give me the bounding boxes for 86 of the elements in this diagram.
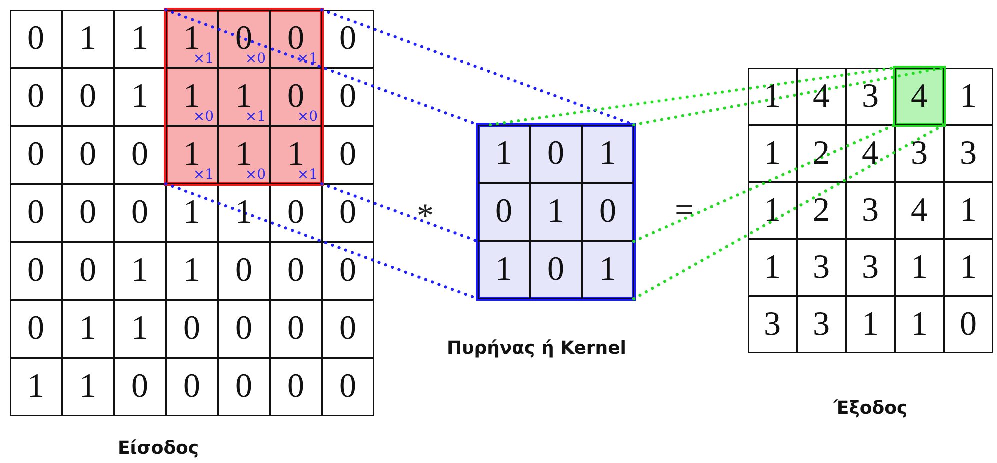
projection-line [632,124,946,300]
matrix-value: 1 [764,250,781,284]
projection-line [632,124,896,244]
matrix-value: 2 [813,136,830,170]
matrix-value: 1 [28,370,44,404]
matrix-value: 3 [862,250,879,284]
matrix-value: 1 [80,22,96,56]
matrix-value: 0 [340,80,356,114]
matrix-value: 0 [288,370,304,404]
matrix-value: 0 [184,312,200,346]
matrix-value: 1 [600,137,616,171]
matrix-value: 1 [764,194,781,228]
matrix-value: 1 [960,194,977,228]
matrix-value: 1 [496,137,512,171]
matrix-value: 0 [288,196,304,230]
matrix-value: 1 [184,196,200,230]
matrix-value: 0 [132,196,148,230]
matrix-value: 1 [600,253,616,287]
matrix-value: 0 [340,22,356,56]
matrix-value: 0 [132,370,148,404]
matrix-value: 1 [911,308,928,342]
matrix-value: 1 [960,80,977,114]
matrix-value: 4 [911,80,928,114]
matrix-value: 0 [236,370,252,404]
matrix-value: 1 [132,22,148,56]
operator-symbol: * [417,200,434,234]
matrix-value: 0 [960,308,977,342]
matrix-value: 0 [236,312,252,346]
matrix-value: 0 [340,254,356,288]
matrix-value: 4 [911,194,928,228]
matrix-caption: Πυρήνας ή Kernel [447,338,626,359]
matrix-value: 0 [288,254,304,288]
matrix-value: 1 [80,312,96,346]
operator-symbol: = [675,194,694,228]
result-highlight [895,68,944,125]
kernel-matrix [478,125,634,299]
matrix-value: 1 [911,250,928,284]
matrix-value: 3 [911,136,928,170]
matrix-value: 0 [548,253,564,287]
matrix-value: 1 [764,80,781,114]
matrix-value: 1 [764,136,781,170]
matrix-value: 0 [496,195,512,229]
matrix-value: 3 [813,308,830,342]
matrix-value: 1 [236,196,252,230]
matrix-value: 0 [28,80,44,114]
matrix-value: 1 [862,308,879,342]
matrix-value: 1 [548,195,564,229]
matrix-value: 4 [813,80,830,114]
matrix-value: 0 [340,138,356,172]
matrix-value: 0 [28,22,44,56]
matrix-value: 1 [132,254,148,288]
matrix-value: 0 [80,80,96,114]
input-matrix [10,10,374,416]
matrix-value: 0 [340,312,356,346]
matrix-caption: Είσοδος [118,438,200,459]
matrix-value: 0 [80,254,96,288]
matrix-value: 3 [960,136,977,170]
matrix-value: 0 [132,138,148,172]
matrix-value: 0 [80,138,96,172]
matrix-value: 3 [813,250,830,284]
filter-window [166,10,322,184]
matrix-value: 0 [28,138,44,172]
matrix-value: 0 [28,196,44,230]
matrix-value: 0 [28,254,44,288]
matrix-value: 1 [132,312,148,346]
matrix-value: 1 [960,250,977,284]
matrix-value: 0 [28,312,44,346]
matrix-caption: Έξοδος [834,398,908,419]
matrix-value: 0 [184,370,200,404]
matrix-value: 0 [548,137,564,171]
matrix-value: 2 [813,194,830,228]
matrix-value: 1 [184,254,200,288]
output-matrix [748,68,993,353]
matrix-value: 0 [288,312,304,346]
matrix-value: 3 [764,308,781,342]
matrix-value: 0 [236,254,252,288]
matrix-value: 0 [80,196,96,230]
matrix-value: 1 [80,370,96,404]
matrix-value: 0 [340,196,356,230]
matrix-value: 1 [496,253,512,287]
matrix-value: 4 [862,136,879,170]
matrix-value: 3 [862,194,879,228]
matrix-value: 3 [862,80,879,114]
matrix-value: 0 [340,370,356,404]
matrix-value: 1 [132,80,148,114]
matrix-value: 0 [600,195,616,229]
